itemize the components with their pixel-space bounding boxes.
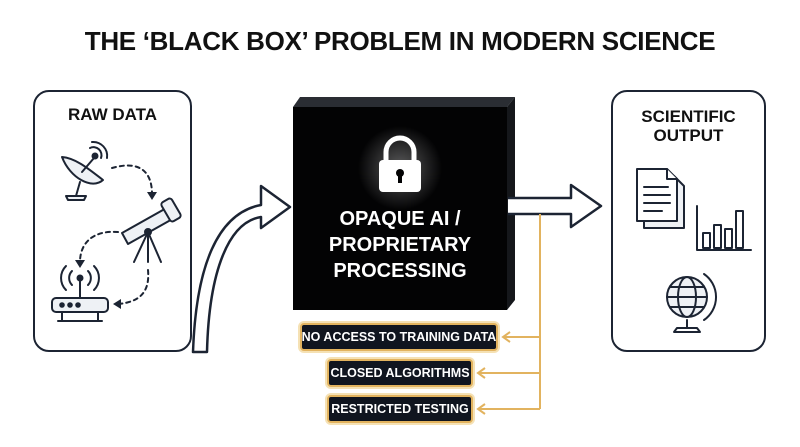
scientific-output-label: SCIENTIFIC OUTPUT bbox=[611, 107, 766, 145]
satellite-dish-icon bbox=[61, 140, 109, 201]
black-box-label-line1: OPAQUE AI / bbox=[339, 208, 461, 230]
raw-data-dashed-arrows bbox=[79, 164, 153, 305]
black-box-label-line3: PROCESSING bbox=[333, 260, 467, 282]
documents-icon bbox=[636, 168, 685, 229]
sensor-router-icon bbox=[51, 265, 109, 322]
constraint-closed-algorithms: CLOSED ALGORITHMS bbox=[327, 359, 473, 387]
globe-icon bbox=[666, 273, 717, 333]
constraint-no-access-training-data: NO ACCESS TO TRAINING DATA bbox=[300, 323, 498, 351]
black-box-label: OPAQUE AI / PROPRIETARY PROCESSING bbox=[293, 206, 507, 284]
page-title: THE ‘BLACK BOX’ PROBLEM IN MODERN SCIENC… bbox=[84, 26, 716, 56]
raw-data-label: RAW DATA bbox=[67, 105, 158, 124]
scientific-output-label-line1: SCIENTIFIC bbox=[641, 107, 736, 126]
telescope-icon bbox=[121, 197, 182, 263]
black-box-label-line2: PROPRIETARY bbox=[328, 234, 472, 256]
scientific-output-label-line2: OUTPUT bbox=[653, 126, 724, 145]
input-arrow bbox=[191, 184, 292, 354]
constraint-connectors bbox=[476, 214, 541, 415]
output-arrow bbox=[508, 183, 603, 229]
constraint-restricted-testing: RESTRICTED TESTING bbox=[327, 395, 473, 423]
bar-chart-icon bbox=[696, 205, 752, 251]
